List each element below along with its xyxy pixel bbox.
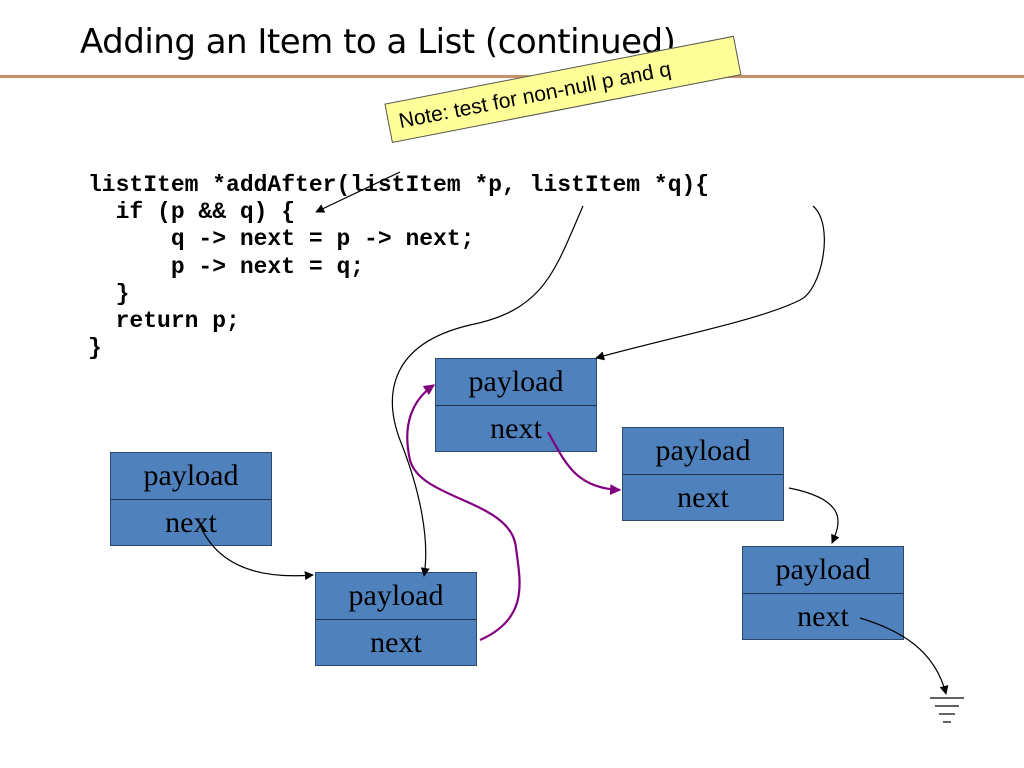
code-line: p -> next = q; — [88, 253, 365, 280]
list-node-head: payload next — [110, 452, 272, 546]
code-line: } — [88, 280, 130, 307]
slide-title: Adding an Item to a List (continued) — [80, 22, 676, 62]
code-line: q -> next = p -> next; — [88, 226, 475, 253]
node-payload: payload — [743, 547, 903, 594]
code-line: } — [88, 335, 102, 362]
list-node-q: payload next — [435, 358, 597, 452]
head-next-arrow — [199, 524, 314, 581]
last-next-arrow — [859, 617, 949, 695]
title-underline — [0, 75, 1024, 78]
node-next: next — [370, 626, 422, 659]
code-block: listItem *addAfter(listItem *p, listItem… — [88, 172, 709, 362]
null-ground-icon — [930, 697, 964, 723]
node-payload: payload — [623, 428, 783, 475]
node-next: next — [165, 506, 217, 539]
code-line: return p; — [88, 307, 240, 334]
list-node-third: payload next — [622, 427, 784, 521]
node-next: next — [490, 412, 542, 445]
code-line: listItem *addAfter(listItem *p, listItem… — [88, 172, 710, 198]
q-next-new-arrow — [547, 431, 622, 496]
third-next-arrow — [788, 487, 840, 544]
node-payload: payload — [436, 359, 596, 406]
list-node-p: payload next — [315, 572, 477, 666]
node-next: next — [677, 481, 729, 514]
note-arrow — [315, 171, 401, 213]
p-next-new-arrow — [406, 384, 521, 642]
node-payload: payload — [111, 453, 271, 500]
pointer-q-arrow — [595, 205, 825, 361]
node-next: next — [797, 600, 849, 633]
code-line: if (p && q) { — [88, 199, 296, 226]
pointer-p-arrow — [391, 205, 584, 577]
node-payload: payload — [316, 573, 476, 620]
